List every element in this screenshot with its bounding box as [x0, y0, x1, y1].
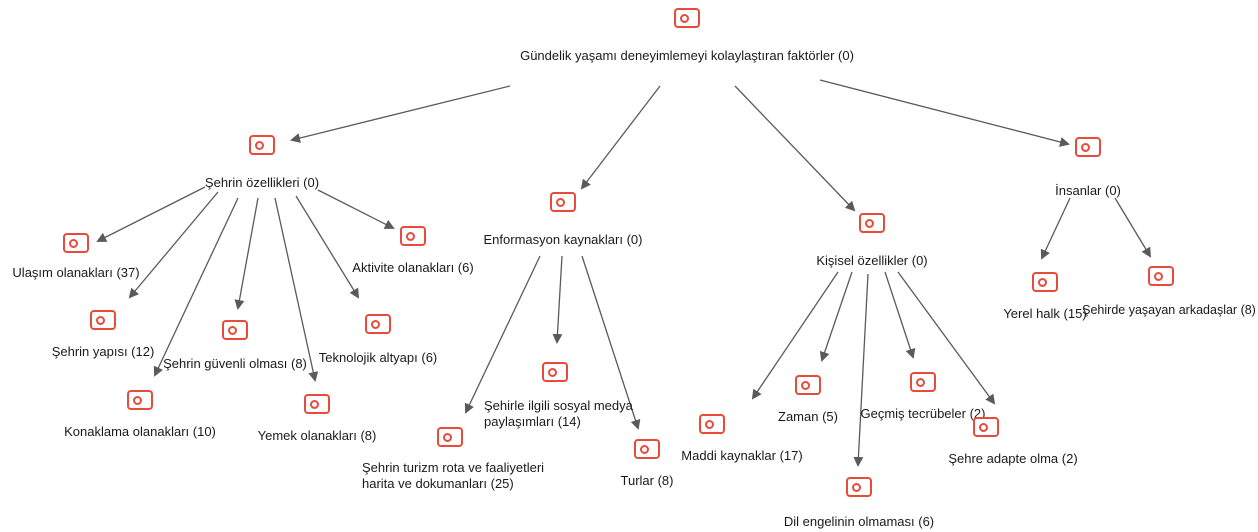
- edge-sehir-yapisi: [128, 191, 219, 299]
- edge-kisisel-gecmis: [884, 271, 916, 359]
- node-guvenli[interactable]: Şehrin güvenli olması (8): [155, 320, 315, 372]
- node-label-line2: paylaşımları (14): [484, 414, 581, 429]
- node-konaklama[interactable]: Konaklama olanakları (10): [60, 390, 220, 440]
- node-yerel[interactable]: Yerel halk (15): [1000, 272, 1090, 322]
- node-label: Turlar (8): [620, 473, 674, 488]
- node-label: Kişisel özellikler (0): [816, 253, 928, 268]
- edge-enform-turlar: [581, 255, 641, 430]
- node-label: Dil engelinin olmaması (6): [783, 514, 935, 529]
- code-node-icon: [90, 310, 116, 330]
- code-node-icon: [859, 213, 885, 233]
- code-node-icon: [127, 390, 153, 410]
- node-zaman[interactable]: Zaman (5): [768, 375, 848, 425]
- node-turizm[interactable]: Şehrin turizm rota ve faaliyetleri harit…: [362, 427, 572, 492]
- node-sosyal[interactable]: Şehirle ilgili sosyal medya paylaşımları…: [484, 362, 654, 430]
- node-yemek[interactable]: Yemek olanakları (8): [252, 394, 382, 444]
- code-node-icon: [973, 417, 999, 437]
- node-label: Şehirde yaşayan arkadaşlar (8): [1082, 303, 1256, 317]
- edge-insanlar-yerel: [1040, 197, 1071, 260]
- node-label: Aktivite olanakları (6): [352, 260, 474, 275]
- node-adapte[interactable]: Şehre adapte olma (2): [948, 417, 1078, 467]
- node-label: İnsanlar (0): [1055, 183, 1121, 198]
- node-root[interactable]: Gündelik yaşamı deneyimlemeyi kolaylaştı…: [497, 8, 877, 64]
- code-node-icon: [63, 233, 89, 253]
- edge-enform-sosyal: [552, 255, 563, 344]
- node-label-line2: harita ve dokumanları (25): [362, 476, 514, 491]
- code-node-icon: [222, 320, 248, 340]
- code-node-icon: [1032, 272, 1058, 292]
- edge-sehir-ulasim: [96, 186, 206, 242]
- node-label-line1: Şehirle ilgili sosyal medya: [484, 398, 633, 413]
- node-label: Şehrin özellikleri (0): [204, 175, 320, 190]
- edge-sehir-aktivite: [317, 189, 395, 229]
- code-node-icon: [1148, 266, 1174, 286]
- code-node-icon: [550, 192, 576, 212]
- edge-root-enform: [580, 85, 661, 190]
- node-gecmis[interactable]: Geçmiş tecrübeler (2): [858, 372, 988, 422]
- code-node-icon: [699, 414, 725, 434]
- edge-enform-turizm: [464, 255, 541, 414]
- node-label: Maddi kaynaklar (17): [681, 448, 803, 463]
- node-maddi[interactable]: Maddi kaynaklar (17): [672, 414, 812, 464]
- code-node-icon: [846, 477, 872, 497]
- node-label: Yerel halk (15): [1003, 306, 1087, 321]
- code-node-icon: [249, 135, 275, 155]
- node-yapisi[interactable]: Şehrin yapısı (12): [33, 310, 173, 360]
- node-label: Gündelik yaşamı deneyimlemeyi kolaylaştı…: [520, 48, 854, 63]
- node-label: Şehre adapte olma (2): [948, 451, 1078, 466]
- edge-root-insanlar: [819, 79, 1070, 147]
- node-label: Yemek olanakları (8): [257, 428, 377, 443]
- code-node-icon: [437, 427, 463, 447]
- code-node-icon: [634, 439, 660, 459]
- code-node-icon: [365, 314, 391, 334]
- node-aktivite[interactable]: Aktivite olanakları (6): [343, 226, 483, 276]
- node-label: Zaman (5): [778, 409, 838, 424]
- node-turlar[interactable]: Turlar (8): [612, 439, 682, 489]
- edge-kisisel-dil: [853, 273, 869, 467]
- edge-sehir-konaklama: [153, 197, 239, 377]
- node-ulasim[interactable]: Ulaşım olanakları (37): [6, 233, 146, 281]
- edge-root-kisisel: [734, 85, 856, 212]
- edge-kisisel-zaman: [819, 271, 853, 362]
- code-node-icon: [542, 362, 568, 382]
- code-node-icon: [910, 372, 936, 392]
- node-sehir[interactable]: Şehrin özellikleri (0): [192, 135, 332, 191]
- node-kisisel[interactable]: Kişisel özellikler (0): [797, 213, 947, 269]
- edge-sehir-teknoloji: [295, 195, 360, 299]
- code-node-icon: [795, 375, 821, 395]
- node-label: Şehrin yapısı (12): [51, 344, 155, 359]
- code-node-icon: [674, 8, 700, 28]
- node-label: Enformasyon kaynakları (0): [483, 232, 643, 247]
- edge-sehir-yemek: [274, 197, 319, 382]
- code-node-icon: [400, 226, 426, 246]
- node-dil[interactable]: Dil engelinin olmaması (6): [784, 477, 934, 530]
- node-enform[interactable]: Enformasyon kaynakları (0): [478, 192, 648, 248]
- node-label: Geçmiş tecrübeler (2): [860, 406, 986, 421]
- edge-kisisel-adapte: [897, 271, 996, 405]
- node-label: Teknolojik altyapı (6): [318, 350, 438, 365]
- node-teknoloji[interactable]: Teknolojik altyapı (6): [308, 314, 448, 366]
- node-label: Şehrin güvenli olması (8): [163, 356, 307, 371]
- node-insanlar[interactable]: İnsanlar (0): [1048, 137, 1128, 199]
- edge-insanlar-arkadas: [1114, 197, 1152, 258]
- node-label: Ulaşım olanakları (37): [12, 265, 140, 280]
- node-label: Konaklama olanakları (10): [64, 424, 216, 439]
- node-arkadas[interactable]: Şehirde yaşayan arkadaşlar (8): [1081, 266, 1257, 318]
- edge-sehir-guvenli: [234, 197, 259, 310]
- edge-root-sehir: [290, 85, 511, 143]
- code-node-icon: [1075, 137, 1101, 157]
- edge-kisisel-maddi: [751, 271, 839, 400]
- node-label-line1: Şehrin turizm rota ve faaliyetleri: [362, 460, 545, 475]
- code-node-icon: [304, 394, 330, 414]
